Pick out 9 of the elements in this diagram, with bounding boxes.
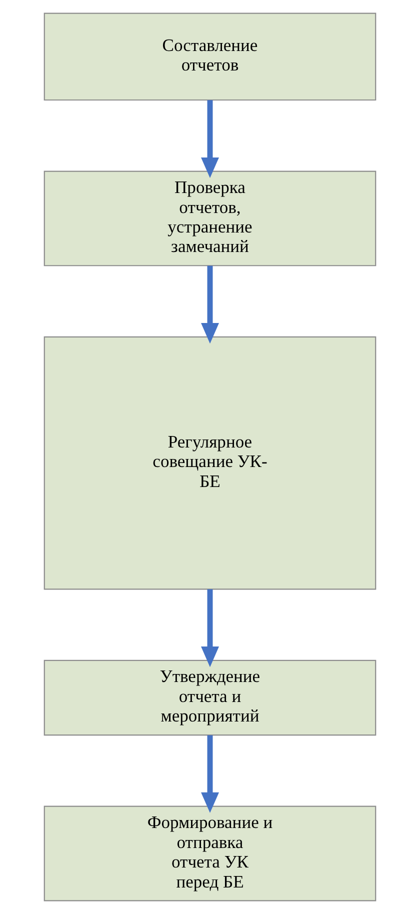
node-box: Регулярное совещание УК-БЕ <box>43 336 376 590</box>
node-box: Формирование и отправка отчета УК перед БЕ <box>43 806 376 902</box>
arrow <box>200 266 218 344</box>
arrow <box>200 589 218 668</box>
node-box: Составление отчетов <box>43 12 376 101</box>
arrow <box>200 100 218 178</box>
node-box: Утверждение отчета и мероприятий <box>43 660 376 736</box>
node-box: Проверка отчетов, устранение замечаний <box>43 170 376 266</box>
arrow <box>200 735 218 813</box>
